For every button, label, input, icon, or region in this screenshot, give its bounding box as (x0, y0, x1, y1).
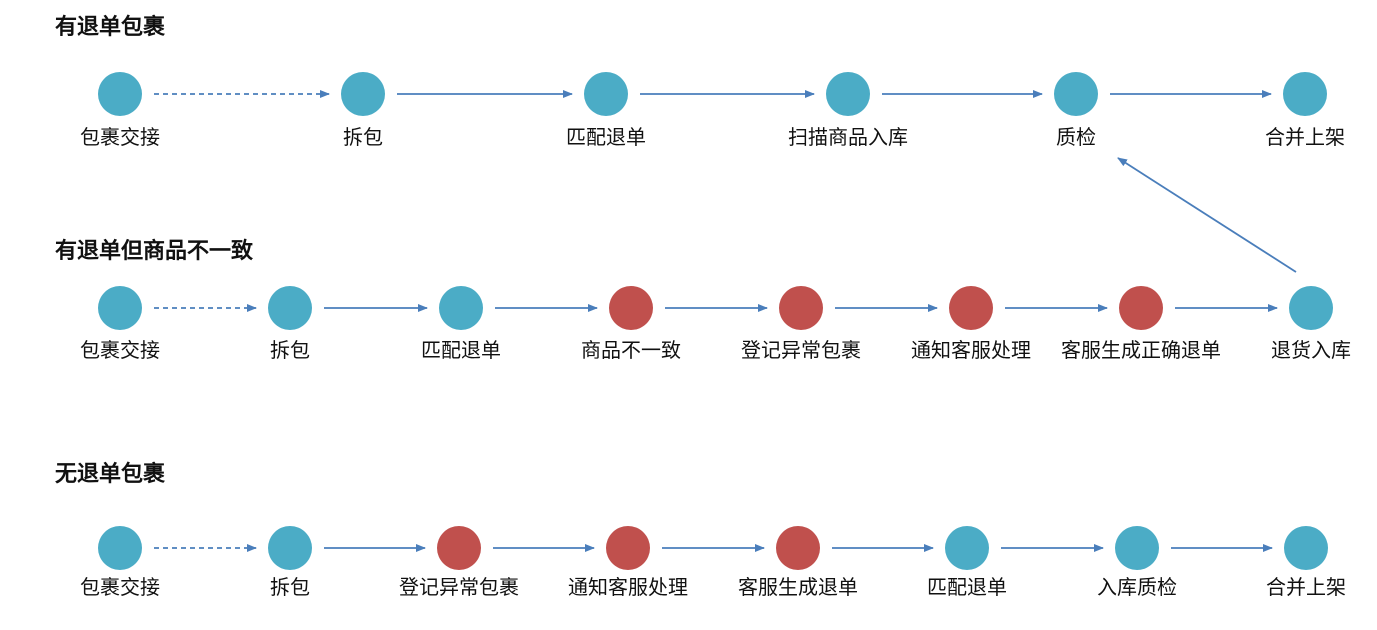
flow-title: 无退单包裹 (55, 461, 166, 487)
step-label: 入库质检 (1097, 575, 1177, 599)
exception-step-node (606, 526, 650, 570)
step-label: 匹配退单 (421, 338, 501, 362)
step-node (98, 526, 142, 570)
step-node (826, 72, 870, 116)
step-label: 客服生成退单 (738, 575, 858, 599)
exception-step-node (437, 526, 481, 570)
step-node (439, 286, 483, 330)
step-node (1284, 526, 1328, 570)
step-label: 包裹交接 (80, 575, 160, 599)
step-label: 包裹交接 (80, 125, 160, 149)
step-node (1289, 286, 1333, 330)
step-node (98, 72, 142, 116)
step-node (341, 72, 385, 116)
step-node (268, 526, 312, 570)
flow-title: 有退单包裹 (55, 14, 166, 40)
step-label: 拆包 (270, 338, 310, 362)
step-node (268, 286, 312, 330)
step-label: 拆包 (343, 125, 383, 149)
exception-step-node (776, 526, 820, 570)
step-label: 合并上架 (1265, 125, 1345, 149)
step-node (1283, 72, 1327, 116)
step-label: 登记异常包裹 (741, 338, 861, 362)
exception-step-node (1119, 286, 1163, 330)
exception-step-node (609, 286, 653, 330)
step-node (945, 526, 989, 570)
exception-step-node (949, 286, 993, 330)
step-label: 退货入库 (1271, 338, 1351, 362)
step-label: 包裹交接 (80, 338, 160, 362)
step-label: 匹配退单 (927, 575, 1007, 599)
step-node (584, 72, 628, 116)
step-label: 拆包 (270, 575, 310, 599)
step-node (1115, 526, 1159, 570)
step-node (98, 286, 142, 330)
exception-step-node (779, 286, 823, 330)
flow-title: 有退单但商品不一致 (55, 238, 254, 264)
step-label: 合并上架 (1266, 575, 1346, 599)
step-label: 商品不一致 (581, 338, 681, 362)
step-label: 客服生成正确退单 (1061, 338, 1221, 362)
step-label: 扫描商品入库 (788, 125, 908, 149)
step-node (1054, 72, 1098, 116)
step-label: 匹配退单 (566, 125, 646, 149)
step-label: 质检 (1056, 125, 1096, 149)
step-label: 通知客服处理 (911, 338, 1031, 362)
step-label: 通知客服处理 (568, 575, 688, 599)
step-label: 登记异常包裹 (399, 575, 519, 599)
cross-flow-arrow (1117, 157, 1297, 273)
